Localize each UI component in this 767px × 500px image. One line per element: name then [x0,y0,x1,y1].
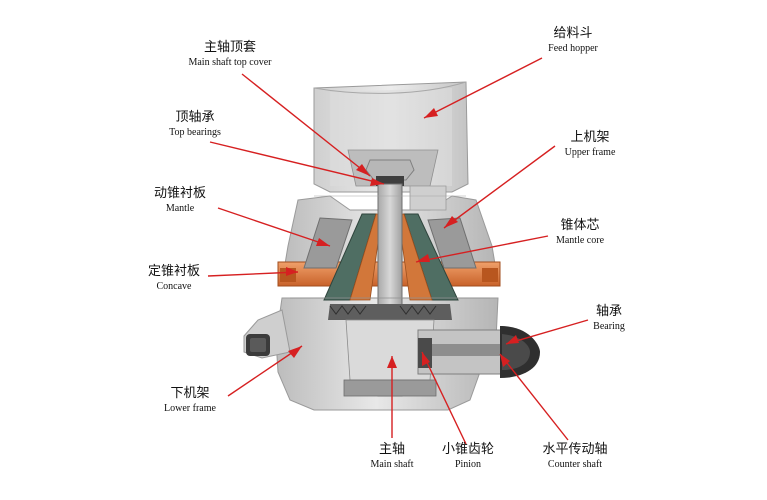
arrowhead-lower-frame [288,346,302,358]
label-top-bearings: 顶轴承 Top bearings [150,110,240,139]
leader-lower-frame [227,345,303,397]
label-main-shaft-top-cover: 主轴顶套 Main shaft top cover [160,40,300,69]
label-concave-en: Concave [156,281,192,292]
arrowhead-top-bearings [370,178,384,186]
label-feed-hopper: 给料斗 Feed hopper [528,26,618,55]
label-upper-frame-en: Upper frame [564,147,616,158]
label-feed-hopper-zh: 给料斗 [553,26,593,41]
label-main-shaft-en: Main shaft [370,459,414,470]
arrowhead-upper-frame [444,216,458,228]
leader-counter-shaft [499,353,569,441]
leader-feed-hopper [423,57,543,119]
label-pinion-zh: 小锥齿轮 [441,442,494,457]
leader-mantle-core [415,235,549,263]
label-mantle-core-zh: 锥体芯 [560,218,600,233]
label-bearing: 轴承 Bearing [574,304,644,333]
cone-crusher-illustration [243,81,540,411]
label-top-bearings-zh: 顶轴承 [175,110,215,125]
label-top-bearings-en: Top bearings [169,127,221,138]
label-concave-zh: 定锥衬板 [147,264,200,279]
label-lower-frame-en: Lower frame [164,403,216,414]
label-bearing-zh: 轴承 [595,304,622,319]
label-counter-shaft-zh: 水平传动轴 [542,442,608,457]
leader-bearing [505,319,589,345]
label-mantle-core-en: Mantle core [555,235,605,246]
label-bearing-en: Bearing [593,321,625,332]
leader-upper-frame [443,145,556,229]
arrowhead-bearing [506,335,519,344]
arrowhead-feed-hopper [424,108,438,118]
label-pinion: 小锥齿轮 Pinion [428,442,508,471]
label-lower-frame-zh: 下机架 [170,386,210,401]
label-main-shaft-top-cover-zh: 主轴顶套 [203,40,256,55]
label-feed-hopper-en: Feed hopper [548,43,598,54]
leader-main-shaft-top-cover [241,73,371,177]
leader-lines [207,57,589,445]
concave-right [427,217,477,269]
label-main-shaft-top-cover-en: Main shaft top cover [188,57,272,68]
label-lower-frame: 下机架 Lower frame [150,386,230,415]
arrowhead-main-shaft [387,356,397,368]
arrowhead-mantle [316,238,330,246]
label-concave: 定锥衬板 Concave [134,264,214,293]
leader-concave [207,271,299,277]
leader-pinion [421,351,467,445]
label-upper-frame: 上机架 Upper frame [545,130,635,159]
concave-left [303,217,353,269]
label-upper-frame-zh: 上机架 [570,130,610,145]
label-counter-shaft: 水平传动轴 Counter shaft [520,442,630,471]
leader-top-bearings [209,141,385,185]
arrowhead-pinion [422,352,430,366]
label-main-shaft: 主轴 Main shaft [352,442,432,471]
label-pinion-en: Pinion [454,459,482,470]
leader-mantle [217,207,331,247]
label-mantle-zh: 动锥衬板 [153,186,206,201]
arrowhead-counter-shaft [500,354,510,367]
arrowhead-main-shaft-top-cover [356,164,370,176]
arrowhead-concave [286,267,298,276]
arrowhead-mantle-core [416,254,430,262]
label-mantle-core: 锥体芯 Mantle core [540,218,620,247]
label-counter-shaft-en: Counter shaft [547,459,603,470]
label-mantle: 动锥衬板 Mantle [140,186,220,215]
label-mantle-en: Mantle [165,203,195,214]
label-main-shaft-zh: 主轴 [378,442,405,457]
